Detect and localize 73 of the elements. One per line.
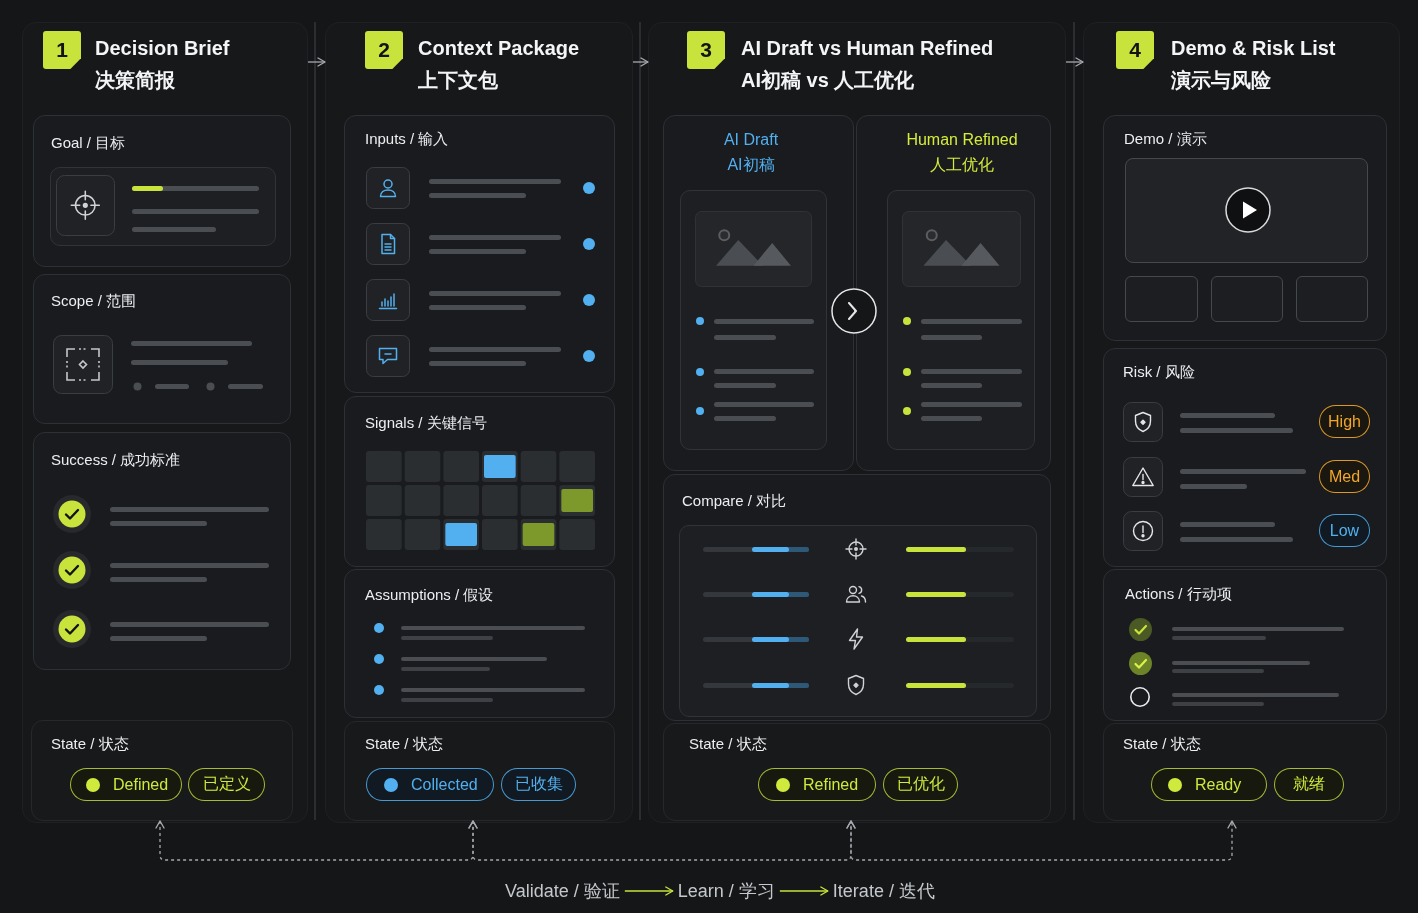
card-title: Success / 成功标准	[51, 451, 181, 469]
status-card	[663, 723, 1051, 821]
stage-column	[648, 22, 1066, 823]
stage-title: Context Package	[418, 36, 580, 60]
assumptions-card	[344, 569, 615, 718]
card-title: Signals / 关键信号	[365, 414, 487, 432]
risk-card	[1103, 348, 1387, 567]
status-tag	[1151, 768, 1267, 801]
status-card	[31, 720, 293, 821]
status-tag	[366, 768, 494, 801]
column-subheading: AI初稿	[727, 155, 775, 175]
card-title: Goal / 目标	[51, 134, 126, 152]
card-title: Actions / 行动项	[1125, 585, 1232, 603]
arrow	[624, 886, 674, 896]
status-tag: 已收集	[501, 768, 576, 801]
status-label: Defined	[113, 775, 169, 794]
goal-card	[33, 115, 291, 267]
dashed-arrow	[846, 820, 1237, 861]
comparison-card	[663, 474, 1051, 721]
risk-level-tag: Low	[1319, 514, 1370, 547]
step-number: 3	[687, 31, 725, 69]
status-tag: 就绪	[1274, 768, 1344, 801]
status-tag: 已优化	[883, 768, 958, 801]
card-title: State / 状态	[689, 735, 767, 753]
stage-column	[1083, 22, 1400, 823]
status-label: Ready	[1195, 775, 1242, 794]
inputs-card	[344, 115, 615, 393]
arrow	[307, 57, 326, 67]
status-label: Refined	[803, 775, 859, 794]
risk-level-tag: High	[1319, 405, 1370, 438]
stage-title: AI Draft vs Human Refined	[741, 36, 994, 60]
card-title: State / 状态	[51, 735, 129, 753]
card-title: Assumptions / 假设	[365, 586, 494, 604]
card-title: Inputs / 输入	[365, 130, 449, 148]
arrow	[632, 57, 649, 67]
card-title: State / 状态	[1123, 735, 1201, 753]
step-number: 1	[43, 31, 81, 69]
draft-card	[663, 115, 854, 471]
stage-subtitle: 演示与风险	[1171, 68, 1271, 92]
stage-column	[22, 22, 308, 823]
step-number: 2	[365, 31, 403, 69]
card-title: Risk / 风险	[1123, 363, 1195, 381]
stage-subtitle: 上下文包	[418, 68, 498, 92]
step-label: Validate / 验证	[500, 880, 625, 902]
stage-title: Decision Brief	[95, 36, 230, 60]
column-subheading: 人工优化	[930, 155, 994, 175]
step-label: Learn / 学习	[672, 880, 780, 902]
status-card	[344, 721, 615, 821]
column-heading: Human Refined	[906, 130, 1018, 150]
arrow	[779, 886, 829, 896]
stage-title: Demo & Risk List	[1171, 36, 1336, 60]
card-title: Demo / 演示	[1124, 130, 1207, 148]
actions-card	[1103, 569, 1387, 721]
status-label: Collected	[411, 775, 478, 794]
status-tag: 已定义	[188, 768, 265, 801]
step-label: Iterate / 迭代	[827, 880, 940, 902]
step-number: 4	[1116, 31, 1154, 69]
card-title: Compare / 对比	[682, 492, 787, 510]
stage-subtitle: AI初稿 vs 人工优化	[741, 68, 915, 92]
demo-card	[1103, 115, 1387, 341]
status-tag	[70, 768, 182, 801]
stage-subtitle: 决策简报	[95, 68, 175, 92]
card-title: Scope / 范围	[51, 292, 137, 310]
card-title: State / 状态	[365, 735, 443, 753]
risk-level-tag: Med	[1319, 460, 1370, 493]
draft-card	[856, 115, 1051, 471]
success-card	[33, 432, 291, 670]
status-tag	[758, 768, 876, 801]
status-card	[1103, 723, 1387, 821]
scope-card	[33, 274, 291, 424]
stage-column	[325, 22, 633, 823]
column-heading: AI Draft	[723, 130, 779, 150]
arrow	[1065, 57, 1084, 67]
